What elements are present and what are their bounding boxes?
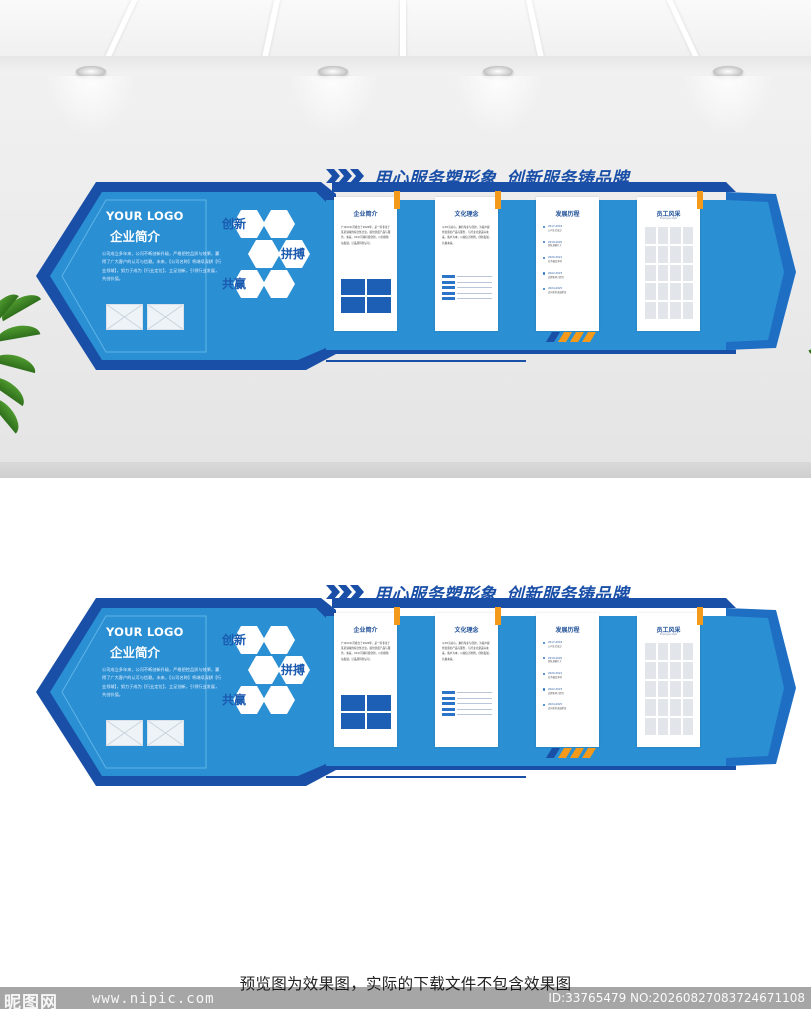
card-body: 广州XX公司成立于2020年，是一家专注于某某领域的综合性企业，提供优质产品与服… (341, 642, 391, 661)
floor (0, 462, 811, 478)
hex-word-2: 拼搏 (281, 662, 305, 677)
card-body: 以XX为初心，秉持专业与创新，为客户提供优质的产品与服务，与行业共建美好未来。客… (442, 226, 492, 245)
bullet-list (442, 275, 492, 303)
light-glow (683, 76, 773, 136)
headline-right: 创新服务铸品牌 (506, 585, 629, 605)
photo-frame-icon (106, 720, 143, 746)
wall-headline: 用心服务塑形象创新服务铸品牌 (374, 580, 629, 605)
light-glow (46, 76, 136, 136)
intro-body: 公司成立多年来，公司不断创新升级，严格把控品质与效果，赢得了广大客户的认可与信赖… (102, 667, 222, 697)
card-culture: 文化理念 以XX为初心，秉持专业与创新，为客户提供优质的产品与服务，与行业共建美… (435, 607, 501, 747)
watermark-bar (0, 987, 811, 1009)
card-company-intro: 企业简介 广州XX公司成立于2020年，是一家专注于某某领域的综合性企业，提供优… (334, 191, 400, 331)
hex-word-3: 共赢 (222, 276, 246, 291)
headline-left: 用心服务塑形象 (374, 585, 497, 605)
orange-stripes-icon (546, 748, 596, 758)
hex-word-2: 拼搏 (281, 246, 305, 261)
photo-frame-icon (147, 720, 184, 746)
photo-frame-icon (147, 304, 184, 330)
card-company-intro: 企业简介 广州XX公司成立于2020年，是一家专注于某某领域的综合性企业，提供优… (334, 607, 400, 747)
hexagon-cluster: 创新 拼搏 共赢 (221, 626, 310, 714)
intro-body: 公司成立多年来，公司不断创新升级，严格把控品质与效果，赢得了广大客户的认可与信赖… (102, 251, 222, 281)
photo-grid (341, 279, 391, 313)
company-logo: YOUR LOGO (106, 625, 184, 639)
hex-word-1: 创新 (221, 216, 246, 231)
card-culture: 文化理念 以XX为初心，秉持专业与创新，为客户提供优质的产品与服务，与行业共建美… (435, 191, 501, 331)
card-staff: 员工风采 Employee Style (637, 607, 703, 747)
card-tab (495, 607, 501, 625)
wall-render-preview: 用心服务塑形象创新服务铸品牌 YOUR LOGO 企业简介 公司成立多年来，公司… (0, 0, 811, 478)
bullet-list (442, 691, 492, 719)
light-glow (453, 76, 543, 136)
wall-backdrop (36, 598, 796, 786)
watermark-url: www.nipic.com (92, 991, 215, 1007)
card-title: 文化理念 (454, 211, 479, 218)
intro-title: 企业简介 (110, 229, 161, 244)
preview-caption: 预览图为效果图，实际的下载文件不包含效果图 (239, 975, 572, 993)
card-title: 文化理念 (454, 627, 479, 634)
company-logo: YOUR LOGO (106, 209, 184, 223)
headline-right: 创新服务铸品牌 (506, 169, 629, 189)
watermark-site: 昵图网 (4, 993, 58, 1013)
card-tab (394, 607, 400, 625)
staff-photo-grid (645, 643, 693, 735)
wall-headline: 用心服务塑形象创新服务铸品牌 (374, 164, 629, 189)
card-title: 发展历程 (555, 627, 580, 634)
spotlight-icon (318, 66, 348, 77)
spotlight-icon (76, 66, 106, 77)
card-tab (495, 191, 501, 209)
orange-stripes-icon (546, 332, 596, 342)
card-title: 企业简介 (353, 627, 378, 634)
card-title: 员工风采 (656, 211, 681, 218)
card-body: 广州XX公司成立于2020年，是一家专注于某某领域的综合性企业，提供优质产品与服… (341, 226, 391, 245)
hex-word-1: 创新 (221, 632, 246, 647)
card-tab (697, 191, 703, 209)
chevron-arrows-icon (326, 584, 370, 603)
spotlight-icon (713, 66, 743, 77)
intro-title: 企业简介 (110, 645, 161, 660)
card-tab (697, 607, 703, 625)
card-title: 企业简介 (353, 211, 378, 218)
hexagon-cluster: 创新 拼搏 共赢 (221, 210, 310, 298)
card-subtitle: Employee Style (659, 633, 678, 636)
card-title: 发展历程 (555, 211, 580, 218)
card-tab (394, 191, 400, 209)
ceiling-beam (400, 0, 406, 58)
culture-wall-render: 用心服务塑形象创新服务铸品牌 YOUR LOGO 企业简介 公司成立多年来，公司… (36, 169, 796, 382)
card-title: 员工风采 (656, 627, 681, 634)
headline-left: 用心服务塑形象 (374, 169, 497, 189)
ceiling-edge (0, 56, 811, 74)
staff-photo-grid (645, 227, 693, 319)
spotlight-icon (483, 66, 513, 77)
watermark-id: ID:33765479 NO:20260827083724671108 (548, 991, 805, 1005)
hex-word-3: 共赢 (222, 692, 246, 707)
light-glow (288, 76, 378, 136)
chevron-arrows-icon (326, 168, 370, 187)
photo-grid (341, 695, 391, 729)
culture-wall-design: 用心服务塑形象创新服务铸品牌 YOUR LOGO 企业简介 公司成立多年来，公司… (36, 585, 796, 798)
photo-frame-icon (106, 304, 143, 330)
card-subtitle: Employee Style (659, 217, 678, 220)
card-staff: 员工风采 Employee Style (637, 191, 703, 331)
card-body: 以XX为初心，秉持专业与创新，为客户提供优质的产品与服务，与行业共建美好未来。客… (442, 642, 492, 661)
